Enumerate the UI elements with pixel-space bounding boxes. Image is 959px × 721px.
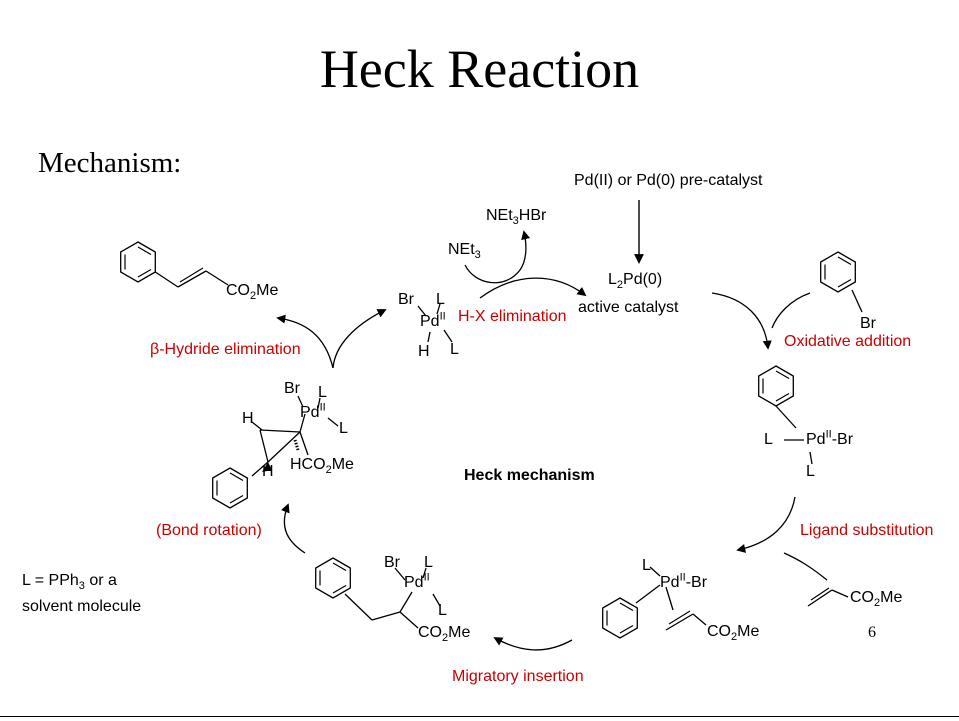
atom-label-br: Br: [398, 291, 414, 308]
page-title: Heck Reaction: [319, 39, 640, 99]
atom-label-pd: PdII: [404, 571, 430, 591]
complex-hydrido-pd: [417, 303, 453, 343]
arrow-bond-rotation: [281, 503, 306, 554]
base-salt-label: NEt3HBr: [486, 207, 547, 228]
arrow-hx-elimination: [479, 277, 587, 299]
product-cinnamate: [120, 241, 229, 288]
atom-label-pd: PdII: [300, 401, 326, 421]
atom-label-br: Br: [384, 554, 400, 571]
arrow-migratory-insertion: [493, 637, 573, 651]
base-label: NEt3: [448, 241, 481, 262]
reagent-methyl-acrylate: [807, 587, 849, 607]
step-beta-hydride-elimination: β-Hydride elimination: [150, 341, 301, 358]
atom-label-h: H: [262, 463, 274, 480]
atom-label-co2me: CO2Me: [707, 623, 760, 644]
ligand-note-line1: L = PPh3 or a: [22, 572, 117, 593]
arrow-base-to-salt: [464, 230, 531, 284]
atom-label-br: Br: [860, 315, 876, 332]
complex-alkene-pi: [602, 566, 707, 639]
atom-label-hco2me: HCO2Me: [290, 456, 354, 477]
bottom-divider: [0, 716, 959, 717]
complex-alkyl-pd: [315, 557, 441, 629]
atom-label-l: L: [436, 291, 445, 308]
atom-label-co2me: CO2Me: [418, 624, 471, 645]
atom-label-pd: PdII: [420, 310, 446, 330]
atom-label-co2me: CO2Me: [226, 282, 279, 303]
arrow-to-hydride-complex: [332, 309, 387, 369]
atom-label-l: L: [339, 420, 348, 437]
atom-label-l: L: [642, 557, 651, 574]
step-bond-rotation: (Bond rotation): [156, 522, 262, 539]
atom-label-h: H: [418, 343, 430, 360]
atom-label-l: L: [424, 554, 433, 571]
arrow-ligand-substitution: [736, 496, 796, 553]
atom-label-l: L: [450, 341, 459, 358]
active-catalyst-formula: L2Pd(0): [608, 271, 663, 292]
center-label: Heck mechanism: [464, 467, 595, 484]
arrow-aryl-bromide-in: [771, 292, 811, 329]
atom-label-br: Br: [284, 380, 300, 397]
atom-label-l: L: [438, 602, 447, 619]
atom-label-h: H: [242, 410, 254, 427]
atom-label-pd-br: PdII-Br: [806, 428, 854, 448]
step-migratory-insertion: Migratory insertion: [452, 668, 584, 685]
atom-label-co2me: CO2Me: [850, 589, 903, 610]
ligand-note-line2: solvent molecule: [22, 598, 142, 615]
step-ligand-substitution: Ligand substitution: [800, 522, 934, 539]
precatalyst-label: Pd(II) or Pd(0) pre-catalyst: [574, 172, 763, 189]
active-catalyst-caption: active catalyst: [578, 299, 679, 316]
atom-label-pd-br: PdII-Br: [660, 571, 708, 591]
section-subtitle: Mechanism:: [38, 147, 182, 179]
slide-number: 6: [868, 624, 876, 641]
complex-aryl-pd-bromide: [758, 365, 813, 465]
atom-label-l: L: [318, 384, 327, 401]
arrow-oxidative-addition: [711, 292, 772, 350]
step-hx-elimination: H-X elimination: [458, 308, 567, 325]
complex-rotated-conformer: [212, 395, 339, 509]
atom-label-l: L: [806, 463, 815, 480]
step-oxidative-addition: Oxidative addition: [784, 333, 912, 350]
reagent-bromobenzene: [820, 251, 863, 313]
arrow-beta-hydride-elimination: [276, 314, 334, 369]
arrow-alkene-in: [783, 552, 828, 581]
atom-label-l: L: [764, 431, 773, 448]
